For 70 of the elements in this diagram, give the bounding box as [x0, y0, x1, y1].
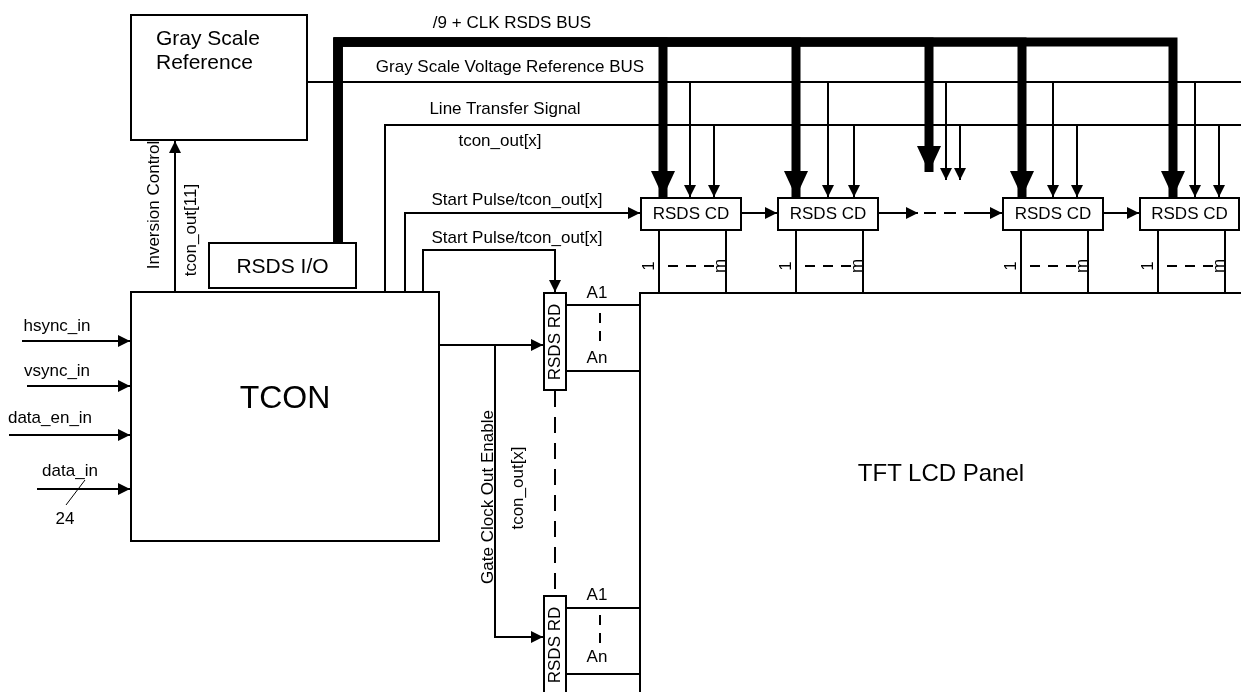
connector-line	[1087, 230, 1089, 293]
connector-line	[725, 230, 727, 293]
edge-label: Line Transfer Signal	[429, 99, 581, 117]
edge-label: A1	[586, 283, 608, 301]
block-label: RSDS CD	[1014, 204, 1092, 224]
block-label: TCON	[239, 378, 331, 415]
connector-line	[795, 230, 797, 293]
edge-label: 1	[639, 261, 657, 271]
edge-label: An	[586, 348, 608, 366]
connector-line	[1157, 230, 1159, 293]
edge-label: m	[847, 258, 865, 274]
block-box	[208, 242, 357, 289]
edge-label: m	[710, 258, 728, 274]
edge-label: m	[1072, 258, 1090, 274]
arrow	[1103, 207, 1140, 219]
signal-name: tcon_out[x]	[458, 131, 542, 149]
edge-label: Gray Scale Voltage Reference BUS	[375, 57, 645, 75]
block-box	[130, 291, 440, 542]
arrow	[741, 207, 778, 219]
connector-line	[1224, 230, 1226, 293]
block-box	[543, 595, 567, 692]
edge-label: vsync_in	[23, 361, 91, 379]
connector-line	[658, 230, 660, 293]
arrow	[21, 335, 131, 347]
arrow	[26, 380, 131, 392]
edge-label: m	[1209, 258, 1227, 274]
edge-label: An	[586, 647, 608, 665]
connector-line	[566, 673, 640, 675]
arrow	[8, 429, 131, 441]
block-box	[130, 14, 308, 141]
edge-label: A1	[586, 585, 608, 603]
block-box	[1139, 197, 1240, 231]
block-box	[1002, 197, 1104, 231]
edge-label: 1	[1138, 261, 1156, 271]
bus-width-label: 24	[55, 509, 75, 527]
arrow	[422, 249, 561, 293]
edge-label: data_en_in	[7, 408, 93, 426]
block-label: RSDS I/O	[236, 253, 329, 278]
edge-label: Start Pulse/tcon_out[x]	[431, 190, 603, 208]
block-box	[543, 292, 567, 391]
arrow	[36, 483, 131, 495]
block-label: TFT LCD Panel	[857, 459, 1025, 487]
signal-name: tcon_out[11]	[181, 183, 199, 277]
connector-line	[566, 607, 640, 609]
block-box	[639, 292, 1241, 692]
block-label: Gray Scale Reference	[156, 26, 261, 75]
edge-label: 1	[776, 261, 794, 271]
edge-label: Start Pulse/tcon_out[x]	[431, 228, 603, 246]
edge-label: 1	[1001, 261, 1019, 271]
block-label: RSDS CD	[652, 204, 730, 224]
connector-line	[862, 230, 864, 293]
edge-label: Gate Clock Out Enable	[478, 410, 496, 584]
arrow	[404, 207, 641, 292]
edge-label: /9 + CLK RSDS BUS	[432, 13, 592, 31]
block-box	[777, 197, 879, 231]
signal-name: tcon_out[x]	[508, 446, 526, 530]
edge-label: Inversion Control	[144, 140, 162, 270]
block-label: RSDS RD	[545, 303, 565, 380]
block-label: RSDS CD	[789, 204, 867, 224]
block-label: RSDS CD	[1151, 204, 1228, 224]
arrow	[878, 207, 1003, 219]
bus-arrow	[333, 37, 1185, 242]
arrow	[169, 140, 181, 292]
connector-line	[566, 370, 640, 372]
edge-label: hsync_in	[23, 316, 91, 334]
connector-line	[1020, 230, 1022, 293]
edge-label: data_in	[42, 461, 98, 479]
block-box	[640, 197, 742, 231]
block-label: RSDS RD	[545, 606, 565, 683]
connector-line	[566, 304, 640, 306]
